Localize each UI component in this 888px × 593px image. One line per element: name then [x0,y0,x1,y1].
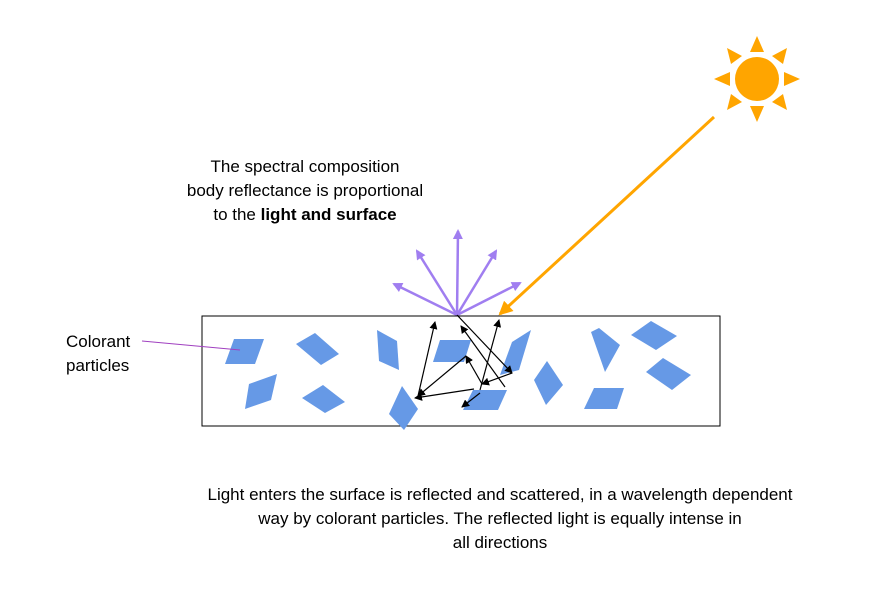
reflectance-caption-line3-prefix: to the [213,205,261,224]
reflected-ray-left [415,249,459,316]
particle [534,361,563,405]
reflectance-caption-line2: body reflectance is proportional [186,181,424,200]
particle [500,330,531,375]
particle [389,386,418,430]
sun-icon [714,36,800,122]
surface-box [201,315,721,427]
reflectance-caption: The spectral composition body reflectanc… [140,155,470,227]
scattering-caption-line3: all directions [452,533,548,552]
particle [433,340,471,362]
particle [245,374,277,409]
particle [591,328,620,372]
particle [584,388,624,409]
reflectance-caption-line1: The spectral composition [210,157,400,176]
reflected-ray-far-right [456,281,522,317]
reflected-light-rays [392,229,522,317]
particle [646,358,691,390]
particle [463,390,507,410]
colorant-label-line1: Colorant [66,332,131,351]
reflected-ray-up [452,229,463,316]
scattering-arrows [414,314,513,408]
particle [631,321,677,350]
colorant-label-line2: particles [66,356,130,375]
scattering-caption-line1: Light enters the surface is reflected an… [207,485,793,504]
reflectance-caption-bold: light and surface [260,205,397,224]
particle [302,385,345,413]
colorant-label-leader [141,340,241,351]
particle [225,339,264,364]
colorant-particles [225,321,691,430]
particle [377,330,399,370]
reflected-ray-right [455,249,498,316]
particle [296,333,339,365]
scattering-caption: Light enters the surface is reflected an… [110,483,888,555]
colorant-particles-label: Colorant particles [66,330,130,378]
scattering-caption-line2: way by colorant particles. The reflected… [258,509,742,528]
incident-light-arrow [498,115,716,316]
reflectance-caption-line3: to the light and surface [140,203,470,227]
reflected-ray-far-left [392,282,458,317]
